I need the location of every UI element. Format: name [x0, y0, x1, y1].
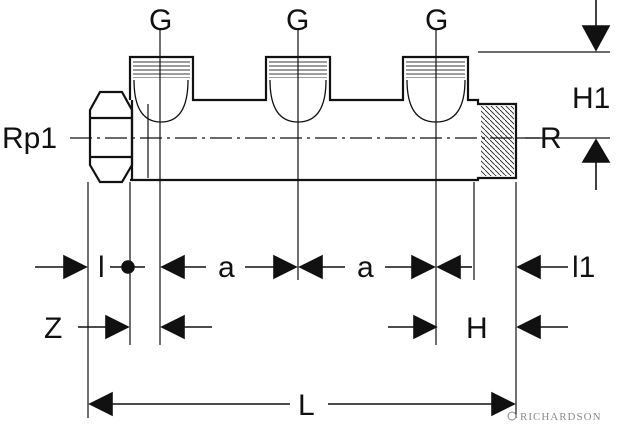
extension-lines: [87, 30, 610, 418]
a-label-second: a: [357, 251, 374, 284]
outlet-label: R: [540, 122, 562, 155]
l1-label: l1: [572, 251, 595, 284]
l-label: l: [98, 251, 105, 284]
thread-label-right: G: [425, 4, 448, 37]
thread-label-middle: G: [286, 4, 309, 37]
inlet-label: Rp1: [2, 122, 57, 155]
watermark-text: RICHARDSON: [520, 411, 602, 423]
length-label: L: [298, 389, 315, 422]
richardson-watermark: RICHARDSON: [507, 411, 602, 423]
a-label-first: a: [218, 251, 235, 284]
thread-hatching: [133, 60, 514, 176]
z-label: Z: [44, 312, 62, 345]
dimension-arrows: [35, 0, 611, 417]
h1-label: H1: [572, 82, 610, 115]
h-label: H: [466, 312, 488, 345]
manifold-body: [88, 55, 518, 184]
thread-label-left: G: [149, 4, 172, 37]
outlet-arcs: [133, 79, 466, 123]
